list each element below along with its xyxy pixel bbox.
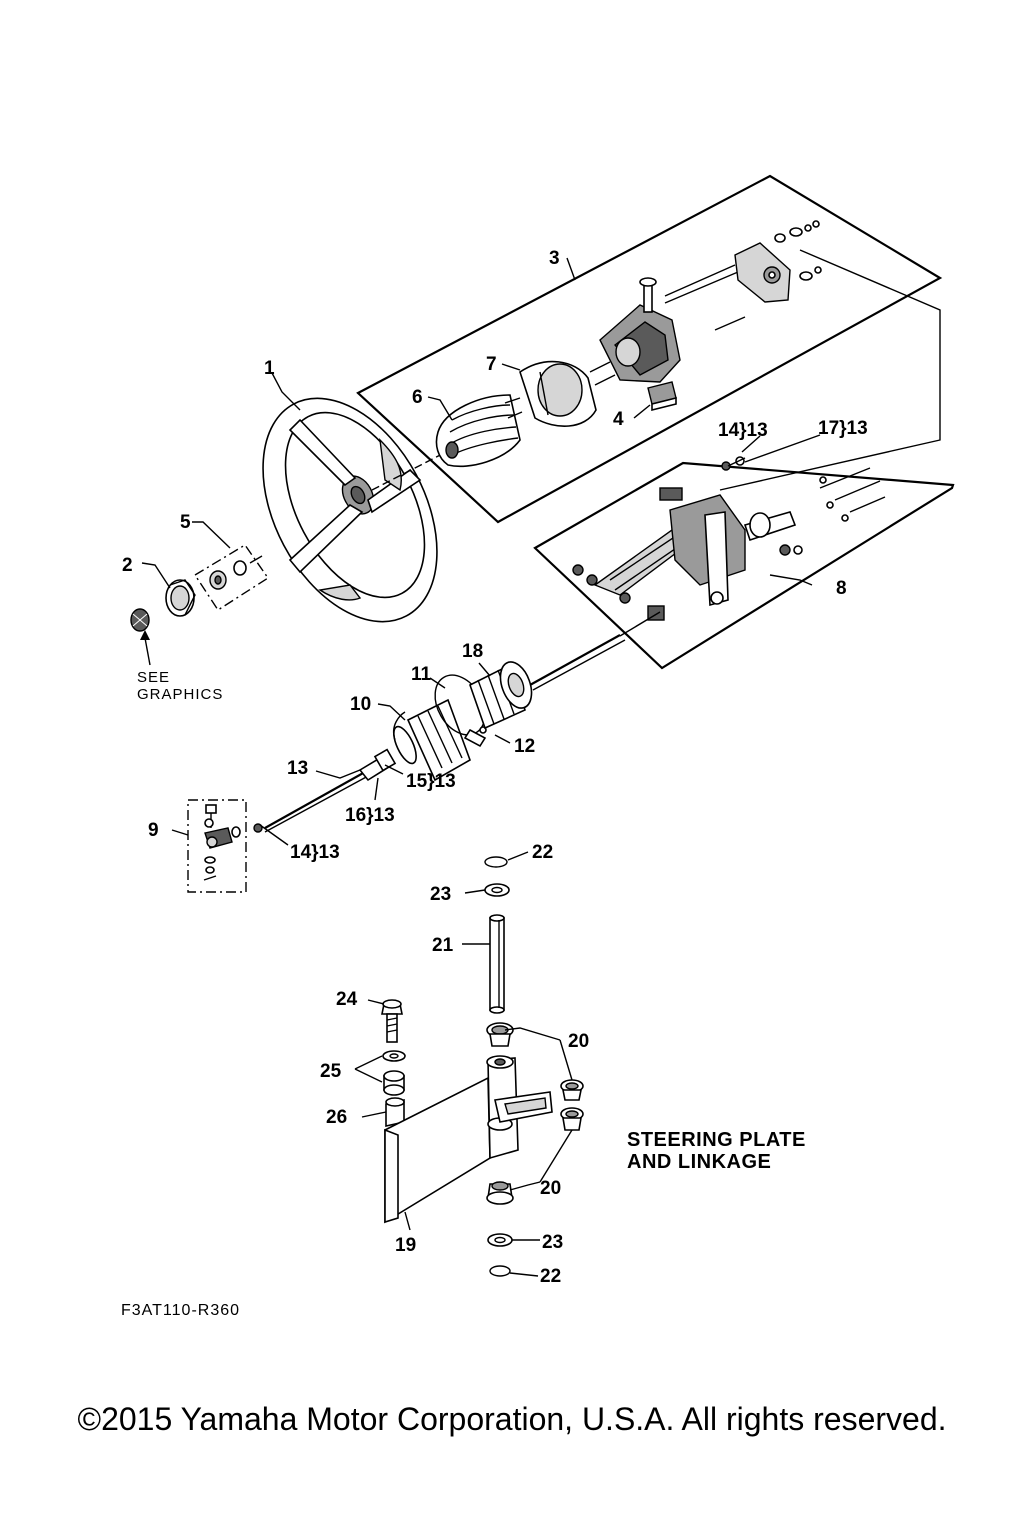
callout-21: 21 [432, 935, 454, 956]
emblem-ring [165, 579, 196, 617]
column-boot [435, 394, 521, 468]
axis-line [371, 449, 451, 491]
collar-26 [385, 1097, 405, 1127]
callout-1: 1 [264, 358, 275, 379]
bolt-24 [381, 999, 403, 1043]
steering-cable [253, 611, 661, 833]
diagram-title-line1: STEERING PLATE [627, 1129, 806, 1151]
callout-15: 15}13 [406, 771, 456, 792]
callout-17: 17}13 [818, 418, 868, 439]
callout-26: 26 [326, 1107, 347, 1128]
hose-clamp [434, 674, 487, 748]
steering-arm-assembly [572, 456, 886, 621]
callout-18: 18 [462, 641, 483, 662]
callout-25: 25 [320, 1061, 342, 1082]
flange-nut-right-2 [560, 1107, 584, 1131]
column-housing [589, 264, 746, 386]
hub-nut-assembly [194, 544, 269, 611]
assembly-frame-3 [356, 174, 943, 524]
callout-16: 16}13 [345, 805, 395, 826]
callout-23-top: 23 [430, 884, 451, 905]
flange-nut-bottom [486, 1181, 514, 1205]
steering-plate [384, 1055, 553, 1224]
see-graphics-arrow [144, 637, 151, 666]
callout-22-bottom: 22 [540, 1266, 561, 1287]
copyright-notice: ©2015 Yamaha Motor Corporation, U.S.A. A… [77, 1401, 946, 1437]
callout-13: 13 [287, 758, 308, 779]
callout-14-top: 14}13 [718, 420, 768, 441]
snap-ring-bottom [489, 1265, 511, 1277]
callout-20-bottom: 20 [540, 1178, 561, 1199]
flange-nut-top [486, 1022, 514, 1047]
reference-code: F3AT110-R360 [121, 1302, 240, 1319]
callout-7: 7 [486, 354, 497, 375]
ball-joint-kit [187, 799, 247, 893]
assembly-frame-8 [533, 461, 955, 670]
arrow-head [140, 630, 150, 640]
mount-plate [734, 220, 822, 303]
callout-20-top: 20 [568, 1031, 589, 1052]
cable-grommet [393, 698, 471, 782]
pivot-shaft [489, 914, 505, 1014]
leader-lines [141, 257, 821, 1277]
leader-line [719, 249, 941, 491]
callout-8: 8 [836, 578, 847, 599]
callout-24: 24 [336, 989, 358, 1010]
callout-23-bottom: 23 [542, 1232, 563, 1253]
washer-25 [382, 1050, 406, 1096]
emblem-graphics [130, 608, 150, 632]
snap-ring-top [484, 856, 508, 868]
washer-top [484, 883, 510, 897]
washer-bottom [487, 1233, 513, 1247]
callout-3: 3 [549, 248, 560, 269]
diagram-title-line2: AND LINKAGE [627, 1151, 771, 1173]
callout-labels: 1 2 3 4 5 6 7 8 9 10 11 12 13 14}13 14}1… [122, 248, 868, 1287]
callout-12: 12 [514, 736, 535, 757]
cable-bellows [469, 661, 533, 730]
flange-nut-right-1 [560, 1079, 584, 1101]
steering-wheel [262, 397, 438, 623]
callout-19: 19 [395, 1235, 416, 1256]
callout-2: 2 [122, 555, 133, 576]
callout-14-bottom: 14}13 [290, 842, 340, 863]
callout-4: 4 [613, 409, 624, 430]
see-graphics-label-line1: SEE [137, 669, 170, 686]
callout-11: 11 [411, 664, 432, 685]
callout-10: 10 [350, 694, 371, 715]
callout-22-top: 22 [532, 842, 553, 863]
callout-6: 6 [412, 387, 423, 408]
callout-9: 9 [148, 820, 159, 841]
column-cover [504, 360, 597, 427]
clip-part-4 [647, 381, 677, 412]
callout-5: 5 [180, 512, 191, 533]
see-graphics-label-line2: GRAPHICS [137, 686, 223, 703]
